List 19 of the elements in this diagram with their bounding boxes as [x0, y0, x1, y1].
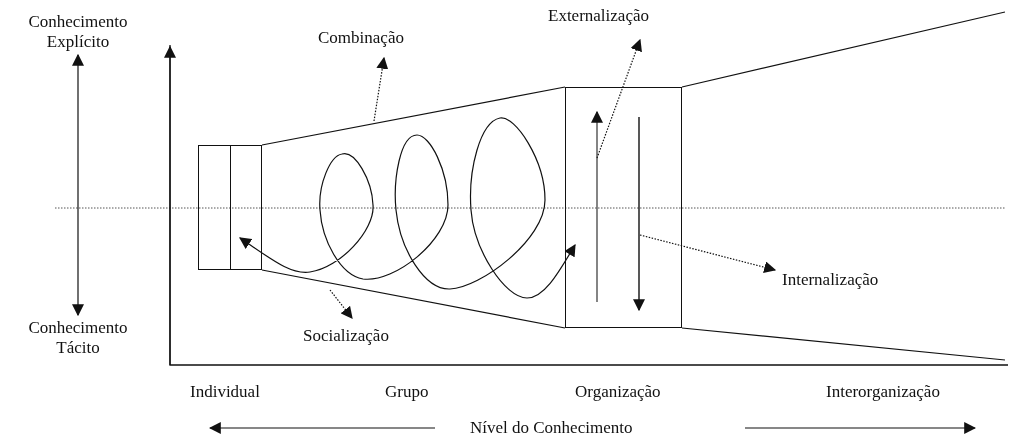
- axis-title: Nível do Conhecimento: [470, 418, 633, 438]
- level-label: Organização: [575, 382, 661, 402]
- leader-line: [329, 289, 353, 319]
- leader-line: [373, 56, 389, 122]
- axis-label: Conhecimento Tácito: [8, 318, 148, 358]
- double-arrow: [596, 38, 642, 159]
- level-label: Interorganização: [826, 382, 940, 402]
- mode-label: Combinação: [318, 28, 404, 48]
- double-arrow: [639, 234, 777, 274]
- spiral-arrow: [239, 117, 576, 299]
- level-label: Individual: [190, 382, 260, 402]
- mode-label: Externalização: [548, 6, 649, 26]
- mode-label: Socialização: [303, 326, 389, 346]
- axis-label: Conhecimento Explícito: [8, 12, 148, 52]
- mode-label: Internalização: [782, 270, 879, 290]
- level-box: [565, 87, 682, 328]
- level-label: Grupo: [385, 382, 429, 402]
- level-box: [198, 145, 262, 270]
- double-arrow: [72, 53, 84, 317]
